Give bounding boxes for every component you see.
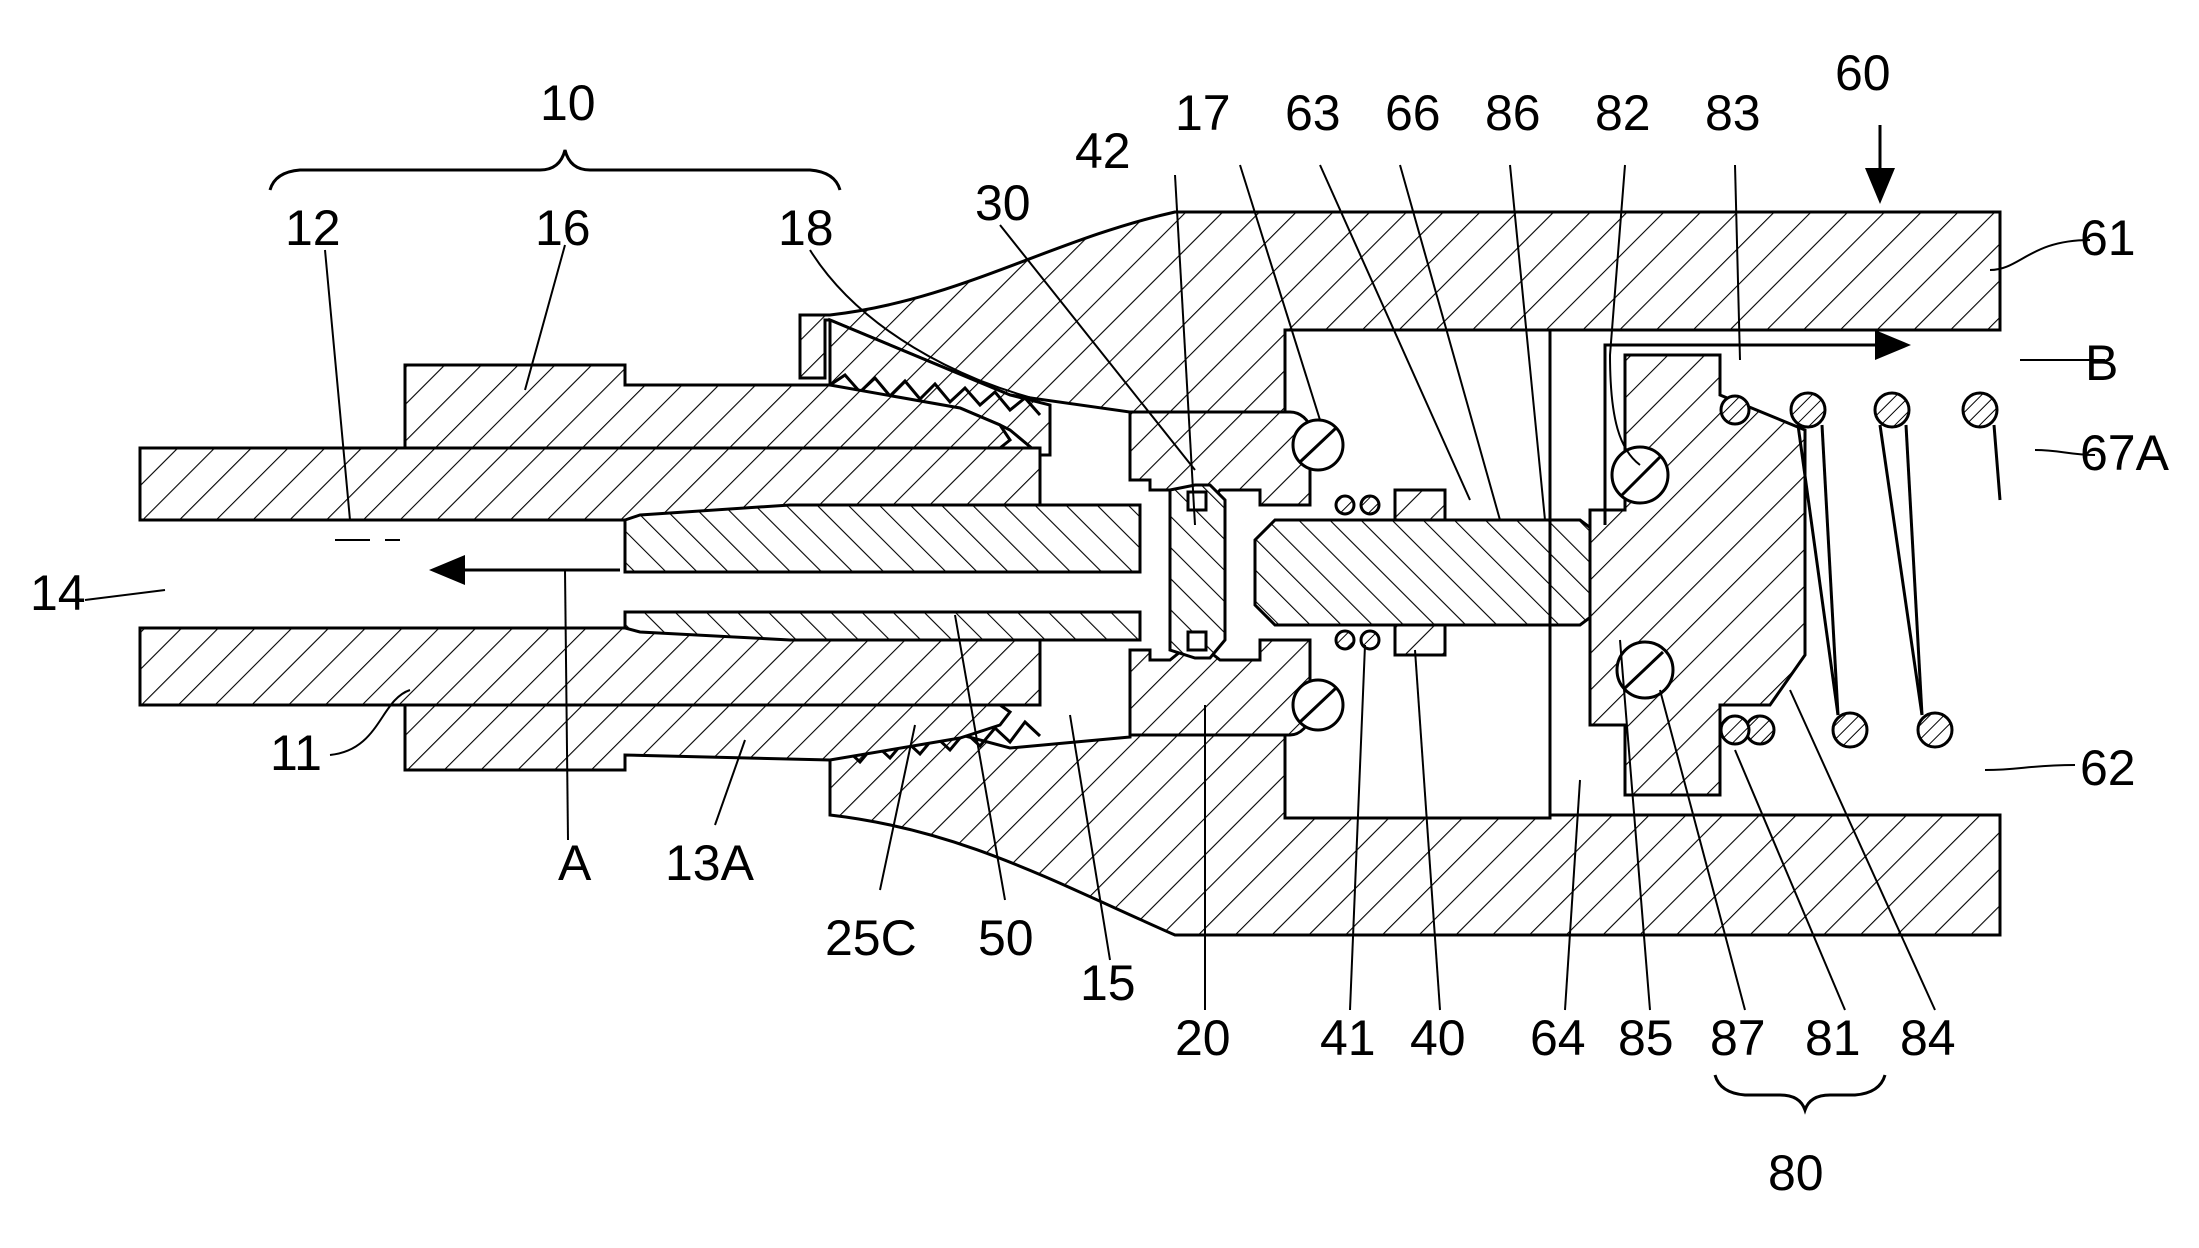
label-66: 66 [1385, 85, 1441, 141]
label-41: 41 [1320, 1010, 1376, 1066]
label-60: 60 [1835, 45, 1891, 101]
label-86: 86 [1485, 85, 1541, 141]
label-40: 40 [1410, 1010, 1466, 1066]
label-B: B [2085, 335, 2118, 391]
insert-50 [625, 505, 1140, 640]
brace-80 [1715, 1075, 1885, 1110]
label-18: 18 [778, 200, 834, 256]
piston-30 [1170, 485, 1225, 658]
label-17: 17 [1175, 85, 1231, 141]
label-A: A [558, 835, 592, 891]
label-62: 62 [2080, 740, 2136, 796]
label-10: 10 [540, 75, 596, 131]
label-42: 42 [1075, 123, 1131, 179]
label-81: 81 [1805, 1010, 1861, 1066]
label-11: 11 [270, 725, 322, 781]
label-14: 14 [30, 565, 86, 621]
label-13A: 13A [665, 835, 755, 891]
label-12: 12 [285, 200, 341, 256]
label-67A: 67A [2080, 425, 2170, 481]
label-15: 15 [1080, 955, 1136, 1011]
label-84: 84 [1900, 1010, 1956, 1066]
flow-arrow-a [335, 540, 620, 570]
label-80: 80 [1768, 1145, 1824, 1201]
label-85: 85 [1618, 1010, 1674, 1066]
label-82: 82 [1595, 85, 1651, 141]
label-50: 50 [978, 910, 1034, 966]
label-20: 20 [1175, 1010, 1231, 1066]
label-83: 83 [1705, 85, 1761, 141]
brace-10 [270, 150, 840, 190]
label-16: 16 [535, 200, 591, 256]
spring-67A [1791, 393, 2000, 747]
label-63: 63 [1285, 85, 1341, 141]
stem-40 [1255, 490, 1600, 655]
label-87: 87 [1710, 1010, 1766, 1066]
label-61: 61 [2080, 210, 2136, 266]
label-64: 64 [1530, 1010, 1586, 1066]
label-30: 30 [975, 175, 1031, 231]
label-25C: 25C [825, 910, 917, 966]
